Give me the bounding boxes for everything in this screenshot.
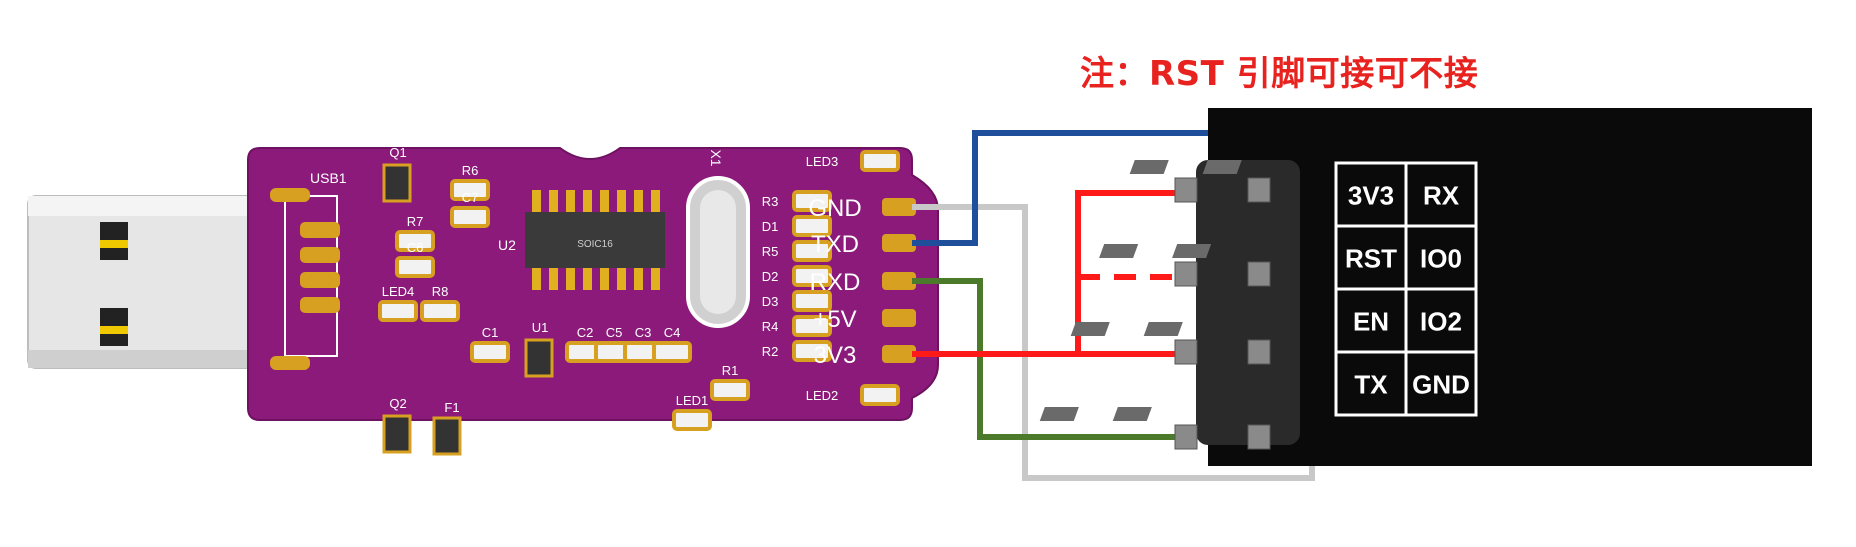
component-d2: D2 <box>762 265 832 287</box>
component-label: R1 <box>722 363 739 378</box>
svg-text:GND: GND <box>1412 370 1470 400</box>
module-label-en: EN <box>1334 287 1408 354</box>
component-f1: F1 <box>432 400 462 456</box>
crystal-label: X1 <box>708 149 724 166</box>
component-label: R3 <box>762 194 779 209</box>
component-label: LED2 <box>806 388 839 403</box>
svg-text:IO2: IO2 <box>1420 307 1462 337</box>
component-label: R5 <box>762 244 779 259</box>
component-label: F1 <box>444 400 459 415</box>
pin-txd: TXD <box>811 231 916 258</box>
header-pin <box>1099 244 1198 287</box>
component-label: R6 <box>462 163 479 178</box>
component-led2: LED2 <box>806 384 900 406</box>
chip-text: SOIC16 <box>577 239 613 250</box>
component-q2: Q2 <box>382 396 412 454</box>
header-pin <box>1129 160 1198 203</box>
component-label: C5 <box>606 325 623 340</box>
component-label: LED3 <box>806 154 839 169</box>
component-label: C2 <box>577 325 594 340</box>
rst-note: 注：RST 引脚可接可不接 <box>1080 54 1479 94</box>
component-label: LED4 <box>382 284 415 299</box>
module-label-io0: IO0 <box>1404 224 1478 291</box>
rxd-wire <box>912 278 1175 440</box>
pin-rxd: RXD <box>810 269 916 296</box>
component-label: R8 <box>432 284 449 299</box>
module-label-tx: TX <box>1334 350 1408 417</box>
svg-text:3V3: 3V3 <box>1348 181 1394 211</box>
pin-label: RXD <box>810 269 861 296</box>
component-r5: R5 <box>762 240 832 262</box>
component-c4: C4 <box>652 325 692 363</box>
component-r6: R6 <box>450 163 490 201</box>
component-r2: R2 <box>762 340 832 362</box>
component-label: C3 <box>635 325 652 340</box>
module-label-rx: RX <box>1404 161 1478 228</box>
pin-3v3: 3V3 <box>814 342 916 369</box>
component-label: D2 <box>762 269 779 284</box>
header-pin <box>1112 407 1271 450</box>
component-label: R2 <box>762 344 779 359</box>
svg-text:RX: RX <box>1423 181 1460 211</box>
component-c6: C6 <box>395 240 435 278</box>
component-label: Q1 <box>389 145 406 160</box>
pin-label: GND <box>808 195 861 222</box>
usb-label: USB1 <box>310 170 347 186</box>
component-led3: LED3 <box>806 150 900 172</box>
component-led1: LED1 <box>672 393 712 431</box>
pin-label: TXD <box>811 231 859 258</box>
component-c7: C7 <box>450 190 490 228</box>
svg-text:EN: EN <box>1353 307 1389 337</box>
usb-connector <box>27 195 299 369</box>
pin-gnd: GND <box>808 195 916 222</box>
soic16-chip <box>525 190 665 290</box>
component-label: C7 <box>462 190 479 205</box>
component-label: C1 <box>482 325 499 340</box>
pin-plus5v: +5V <box>813 306 916 333</box>
component-r7: R7 <box>395 214 435 252</box>
svg-text:RST: RST <box>1345 244 1397 274</box>
component-label: R4 <box>762 319 779 334</box>
header-pin <box>1172 244 1271 287</box>
header-pin <box>1070 322 1198 365</box>
svg-text:IO0: IO0 <box>1420 244 1462 274</box>
v33-branch-wire <box>1075 190 1175 354</box>
component-label: U1 <box>532 320 549 335</box>
component-r3: R3 <box>762 190 832 212</box>
component-u1: U1 <box>524 320 554 378</box>
header-pin <box>1143 322 1271 365</box>
module-label-io2: IO2 <box>1404 287 1478 354</box>
component-led4: LED4 <box>378 284 418 322</box>
component-label: C6 <box>407 240 424 255</box>
module-label-3v3: 3V3 <box>1334 161 1408 228</box>
component-c1: C1 <box>470 325 510 363</box>
component-r4: R4 <box>762 315 832 337</box>
component-r8: R8 <box>420 284 460 322</box>
component-q1: Q1 <box>382 145 412 203</box>
component-label: R7 <box>407 214 424 229</box>
component-d3: D3 <box>762 290 832 312</box>
chip-label: U2 <box>498 237 516 253</box>
header-pin <box>1202 160 1271 203</box>
pin-label: +5V <box>813 306 856 333</box>
component-label: LED1 <box>676 393 709 408</box>
module-label-rst: RST <box>1334 224 1408 291</box>
component-label: C4 <box>664 325 681 340</box>
svg-text:TX: TX <box>1354 370 1388 400</box>
crystal-x1 <box>686 176 750 328</box>
header-pin <box>1039 407 1198 450</box>
component-r1: R1 <box>710 363 750 401</box>
component-d1: D1 <box>762 215 832 237</box>
component-label: D1 <box>762 219 779 234</box>
component-label: D3 <box>762 294 779 309</box>
module-label-gnd: GND <box>1404 350 1478 417</box>
component-label: Q2 <box>389 396 406 411</box>
pin-label: 3V3 <box>814 342 857 369</box>
